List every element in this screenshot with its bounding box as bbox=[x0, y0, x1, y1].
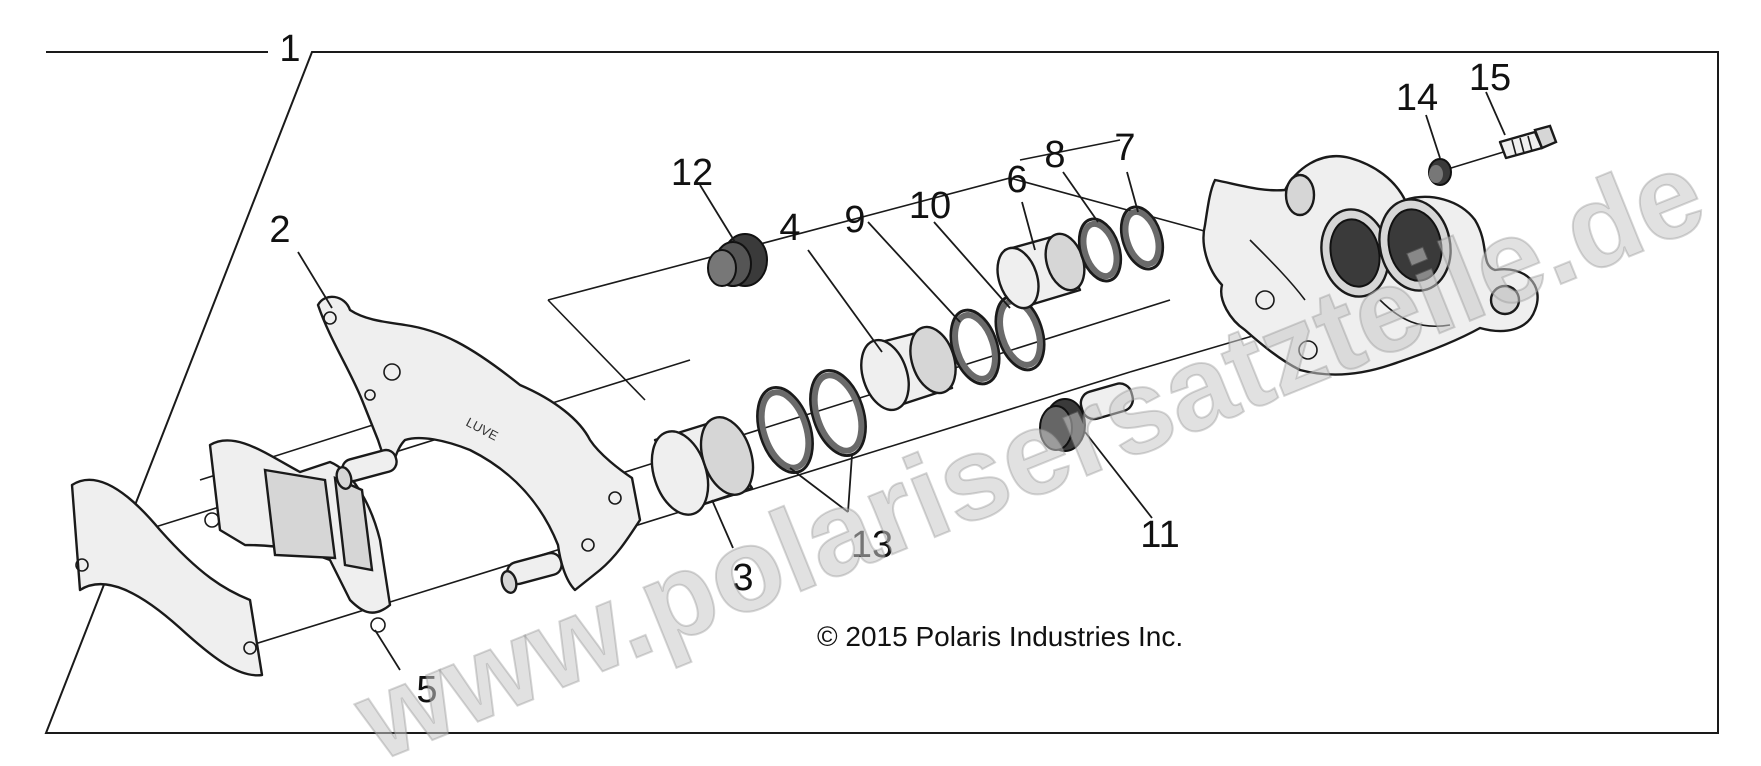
piston-upper bbox=[996, 232, 1086, 310]
callout-labels: 2 3 4 5 6 7 8 9 10 11 12 13 14 15 bbox=[269, 57, 1511, 711]
piston-large bbox=[650, 416, 755, 516]
callout-2: 2 bbox=[269, 209, 290, 251]
callout-9: 9 bbox=[844, 199, 865, 241]
mounting-bracket: LUVE bbox=[316, 295, 642, 594]
piston-small bbox=[860, 325, 957, 412]
seal-rings-pair bbox=[756, 368, 867, 475]
caliper-body bbox=[1202, 155, 1539, 376]
boot-upper bbox=[707, 233, 768, 287]
assembly-number: 1 bbox=[279, 28, 300, 70]
callout-4: 4 bbox=[779, 207, 800, 249]
callout-11: 11 bbox=[1140, 514, 1179, 556]
callout-7: 7 bbox=[1114, 127, 1135, 169]
copyright-notice: © 2015 Polaris Industries Inc. bbox=[817, 621, 1183, 652]
callout-3: 3 bbox=[732, 557, 753, 599]
leader-lines bbox=[297, 91, 1506, 671]
guide-pin-lower bbox=[1039, 382, 1135, 452]
callout-8: 8 bbox=[1044, 134, 1065, 176]
callout-15: 15 bbox=[1469, 57, 1511, 99]
callout-12: 12 bbox=[671, 152, 713, 194]
callout-10: 10 bbox=[909, 185, 951, 227]
bleeder-cap bbox=[1428, 158, 1452, 186]
seal-rings-8-7 bbox=[1077, 205, 1165, 283]
callout-14: 14 bbox=[1396, 77, 1438, 119]
callout-6: 6 bbox=[1006, 159, 1027, 201]
seal-rings-9-10 bbox=[949, 294, 1046, 386]
callout-5: 5 bbox=[416, 669, 437, 711]
bleeder-screw bbox=[1498, 124, 1558, 160]
callout-13: 13 bbox=[851, 524, 893, 566]
